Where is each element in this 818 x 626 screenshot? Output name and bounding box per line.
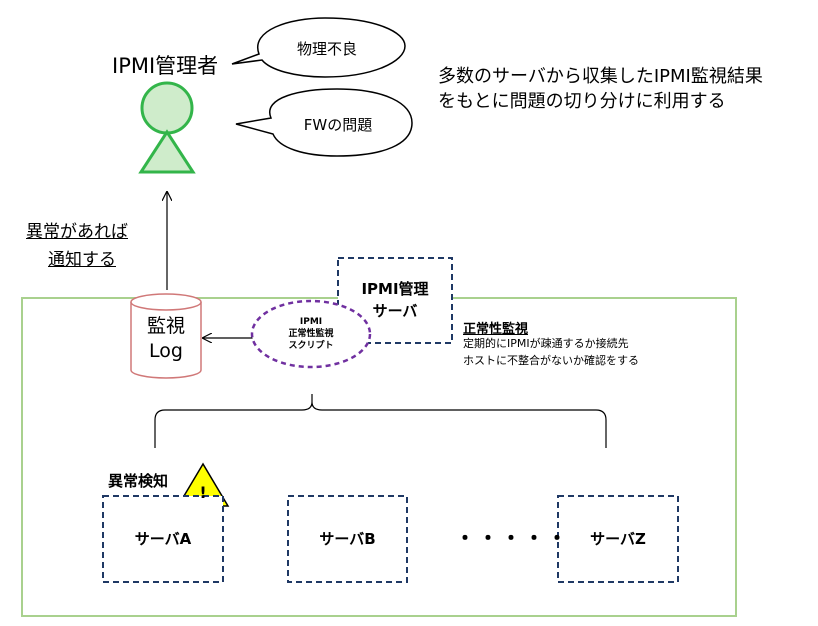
- log-line1: 監視: [146, 315, 185, 337]
- notify-label: 異常があれば 通知する: [26, 218, 128, 274]
- server-brace: [154, 394, 607, 448]
- log-label: 監視 Log: [131, 314, 201, 364]
- server-z-box: [557, 495, 679, 583]
- warning-mark: !: [199, 483, 207, 502]
- admin-title: IPMI管理者: [112, 54, 219, 78]
- server-b-label: サーバB: [319, 530, 376, 548]
- server-b-box: [287, 495, 408, 583]
- script-line1: IPMI: [299, 317, 323, 327]
- admin-body-icon: [138, 129, 196, 174]
- server-a-label: サーバA: [134, 530, 192, 548]
- bubble-fw-text: FWの問題: [303, 116, 373, 134]
- admin-note: 多数のサーバから収集したIPMI監視結果 をもとに問題の切り分けに利用する: [438, 64, 763, 114]
- server-a-box: [102, 495, 224, 583]
- admin-note-line2: をもとに問題の切り分けに利用する: [438, 91, 726, 112]
- health-desc-line2: ホストに不整合がないか確認をする: [463, 354, 639, 367]
- health-desc-line1: 定期的にIPMIが疎通するか接続先: [463, 337, 629, 350]
- mgmt-server-label: IPMI管理 サーバ: [338, 278, 452, 322]
- notify-line2: 通知する: [48, 250, 116, 270]
- server-z-label: サーバZ: [590, 530, 646, 548]
- script-line2: 正常性監視: [288, 329, 334, 339]
- log-line2: Log: [149, 340, 183, 362]
- mgmt-server-line1: IPMI管理: [361, 280, 429, 298]
- notify-line1: 異常があれば: [26, 222, 128, 242]
- script-label: IPMI 正常性監視 スクリプト: [258, 316, 364, 352]
- health-check-desc: 定期的にIPMIが疎通するか接続先 ホストに不整合がないか確認をする: [463, 335, 639, 369]
- speech-bubble-physical: [231, 17, 406, 78]
- log-cylinder-top: [130, 293, 202, 311]
- bubble-physical-text: 物理不良: [296, 40, 357, 58]
- script-ellipse: [250, 299, 372, 369]
- admin-note-line1: 多数のサーバから収集したIPMI監視結果: [438, 66, 763, 87]
- script-line3: スクリプト: [288, 341, 334, 351]
- mgmt-server-line2: サーバ: [372, 302, 418, 320]
- health-check-title: 正常性監視: [463, 322, 529, 337]
- anomaly-label: 異常検知: [108, 472, 169, 490]
- log-cylinder-body: [130, 302, 202, 379]
- speech-bubble-fw: [235, 88, 413, 157]
- admin-head-icon: [140, 81, 194, 135]
- servers-ellipsis: ・・・・・: [455, 526, 570, 550]
